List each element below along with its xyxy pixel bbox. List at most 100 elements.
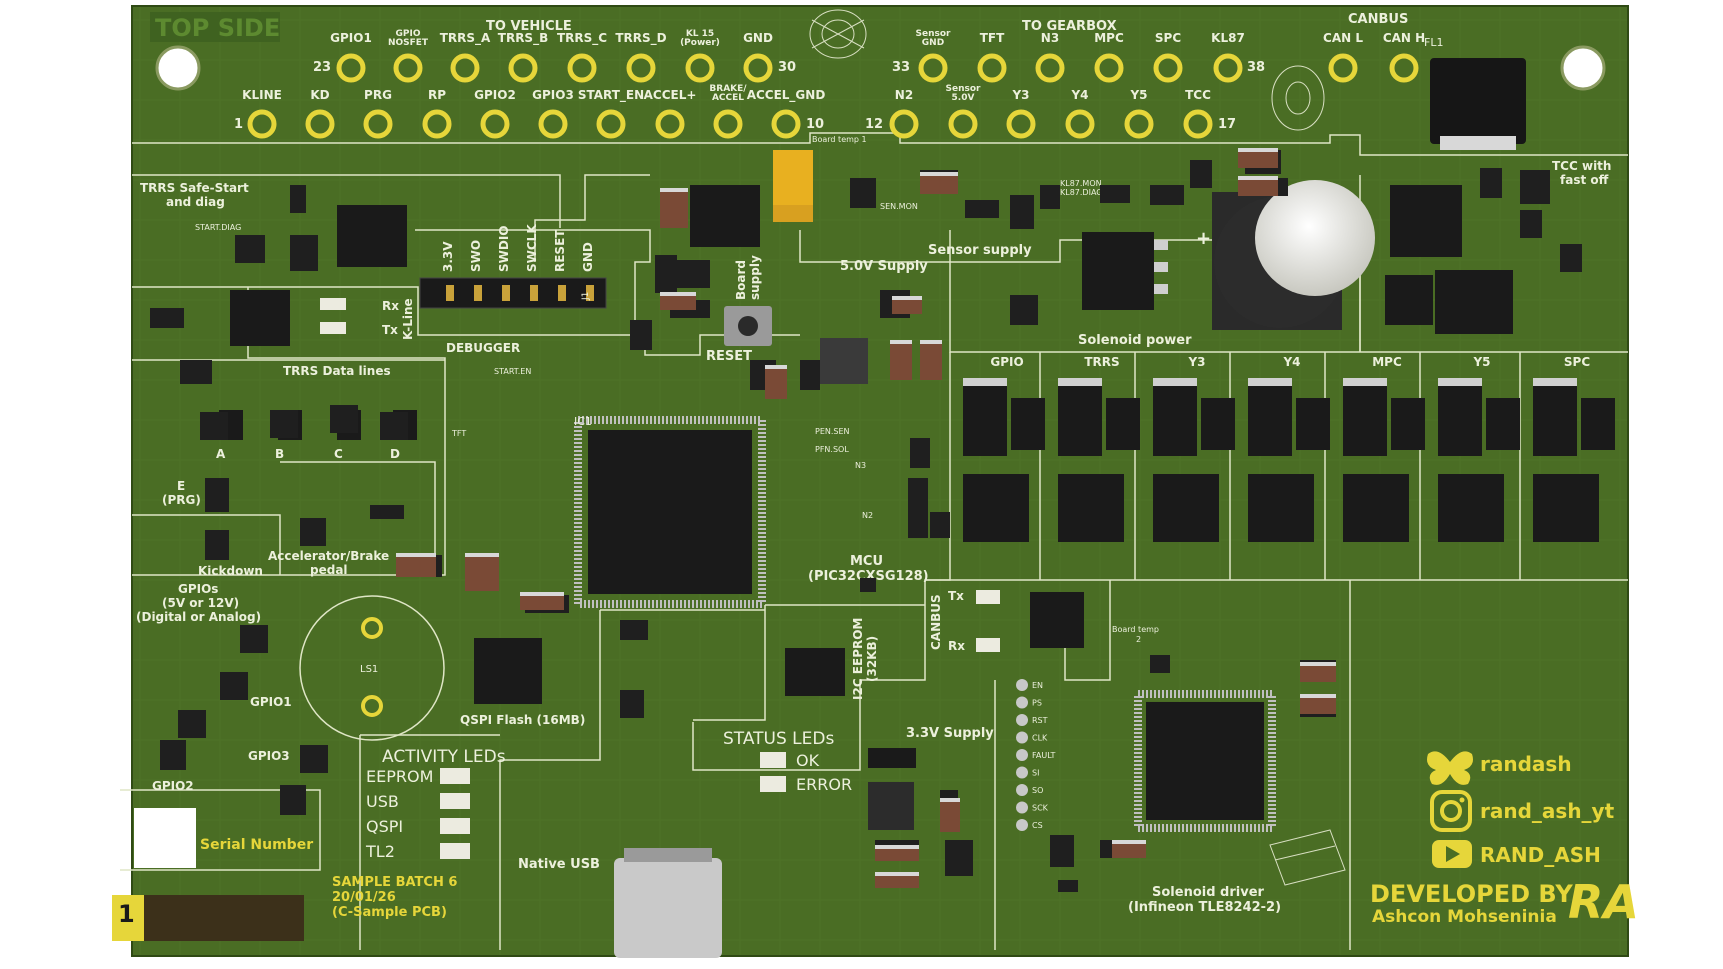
top-pin-label: N3: [1041, 31, 1059, 45]
power-mosfet: [1435, 270, 1513, 334]
gearbox-sketch-icon: [809, 9, 867, 59]
testpoint: [1016, 766, 1028, 779]
bottom-pin-label: N2: [895, 88, 913, 102]
bottom-pin-label: ACCEL_GND: [747, 88, 826, 103]
kline-rx-label: Rx: [382, 299, 399, 313]
kline-tx-led: [320, 322, 346, 334]
testpoint-label: SO: [1032, 786, 1043, 795]
smd-components: [150, 148, 1582, 892]
smd-capacitor: [660, 188, 688, 228]
pin-pad: [567, 53, 597, 83]
fl1-filter: [1430, 58, 1526, 144]
smd-part: [965, 200, 999, 218]
pin1-label: 1: [118, 900, 135, 928]
top-pin-label: SPC: [1155, 31, 1181, 45]
pfn-sol-label: PFN.SOL: [815, 445, 849, 454]
smd-part: [1520, 170, 1550, 204]
smd-part: [910, 438, 930, 468]
smd-part: [800, 360, 820, 390]
smd-capacitor: [1300, 662, 1336, 682]
e-prg-label: E(PRG): [162, 479, 201, 507]
testpoint-label: FAULT: [1032, 751, 1056, 760]
gpio1-label: GPIO1: [250, 695, 292, 709]
testpoint-label: RST: [1032, 716, 1048, 725]
top-pin-label: GPIO1: [330, 31, 372, 45]
trrs-channel-label: D: [390, 447, 400, 461]
bottom-pin-label: ACCEL+: [644, 88, 697, 102]
channel-mosfet-diode: [1011, 398, 1045, 450]
gpio2-label: GPIO2: [152, 779, 194, 793]
channel-mosfet-diode: [1106, 398, 1140, 450]
qspi-label: QSPI Flash (16MB): [460, 713, 585, 727]
smd-part: [908, 478, 928, 538]
usb-c-port[interactable]: [614, 858, 722, 958]
debug-pin-label: GND: [581, 242, 595, 272]
testpoint: [1016, 784, 1028, 796]
debug-pin-label: 3.3V: [441, 241, 455, 272]
smd-capacitor: [1300, 694, 1336, 714]
solenoid-power-label: Solenoid power: [1078, 333, 1192, 348]
valve-body-sketch-icon: [1269, 829, 1346, 886]
smd-part: [380, 412, 408, 440]
bottom-pin-label: GPIO3: [532, 88, 574, 102]
testpoint: [1016, 731, 1028, 744]
smd-part: [1058, 880, 1078, 892]
testpoint-label: CS: [1032, 821, 1043, 830]
pin-pad: [393, 53, 423, 83]
kickdown-label: Kickdown: [198, 564, 263, 578]
safe-start-ic: [337, 205, 407, 267]
mounting-hole: [155, 45, 201, 91]
top-pin-label: GND: [743, 31, 773, 45]
trrs-channel-label: C: [334, 447, 343, 461]
smd-part: [1010, 295, 1038, 325]
channel-mosfet-diode: [1296, 398, 1330, 450]
smd-capacitor: [765, 365, 787, 399]
pin-pad: [1183, 109, 1213, 139]
channel-mosfet-low: [1248, 474, 1314, 542]
smd-capacitor: [465, 553, 499, 591]
smd-part: [1190, 160, 1212, 188]
pin1-marker-box: [112, 895, 144, 927]
activity-leds-label: ACTIVITY LEDs: [382, 747, 506, 767]
smd-capacitor: [1238, 176, 1278, 196]
author-name: Ashcon Mohseninia: [1372, 907, 1557, 927]
pin-pad: [918, 53, 948, 83]
channel-mosfet-high: [963, 382, 1007, 456]
smd-part: [1150, 655, 1170, 673]
activity-led-label: TL2: [365, 842, 395, 861]
can-tx-led: [976, 590, 1000, 604]
pin-pad: [422, 109, 452, 139]
fl1-label: FL1: [1424, 36, 1443, 49]
can-rx-label: Rx: [948, 639, 965, 653]
pin-pad: [538, 109, 568, 139]
pin-pad: [1065, 109, 1095, 139]
testpoint-label: SI: [1032, 769, 1039, 778]
pin-pad: [450, 53, 480, 83]
solenoid-channel-label: Y3: [1187, 355, 1205, 369]
can-tx-label: Tx: [948, 589, 964, 603]
top-pin-label: TRRS_B: [498, 31, 548, 46]
pin-number-12: 12: [865, 117, 883, 132]
smd-part: [860, 578, 876, 592]
smd-part: [620, 620, 648, 640]
testpoint: [1016, 696, 1028, 709]
smd-part: [1480, 168, 1502, 198]
smd-part: [270, 410, 298, 438]
ic1-label: IC1: [574, 415, 592, 428]
bottom-pin-label: PRG: [364, 88, 392, 102]
solenoid-channel-label: Y5: [1472, 355, 1490, 369]
instagram-handle: rand_ash_yt: [1480, 799, 1615, 823]
eeprom-chip: [785, 648, 845, 696]
youtube-handle: RAND_ASH: [1480, 843, 1601, 867]
bluesky-handle: randash: [1480, 752, 1572, 776]
testpoint: [1016, 819, 1028, 831]
pin-pad: [1006, 109, 1036, 139]
mcu-label: MCU(PIC32CXSG128): [808, 554, 929, 584]
